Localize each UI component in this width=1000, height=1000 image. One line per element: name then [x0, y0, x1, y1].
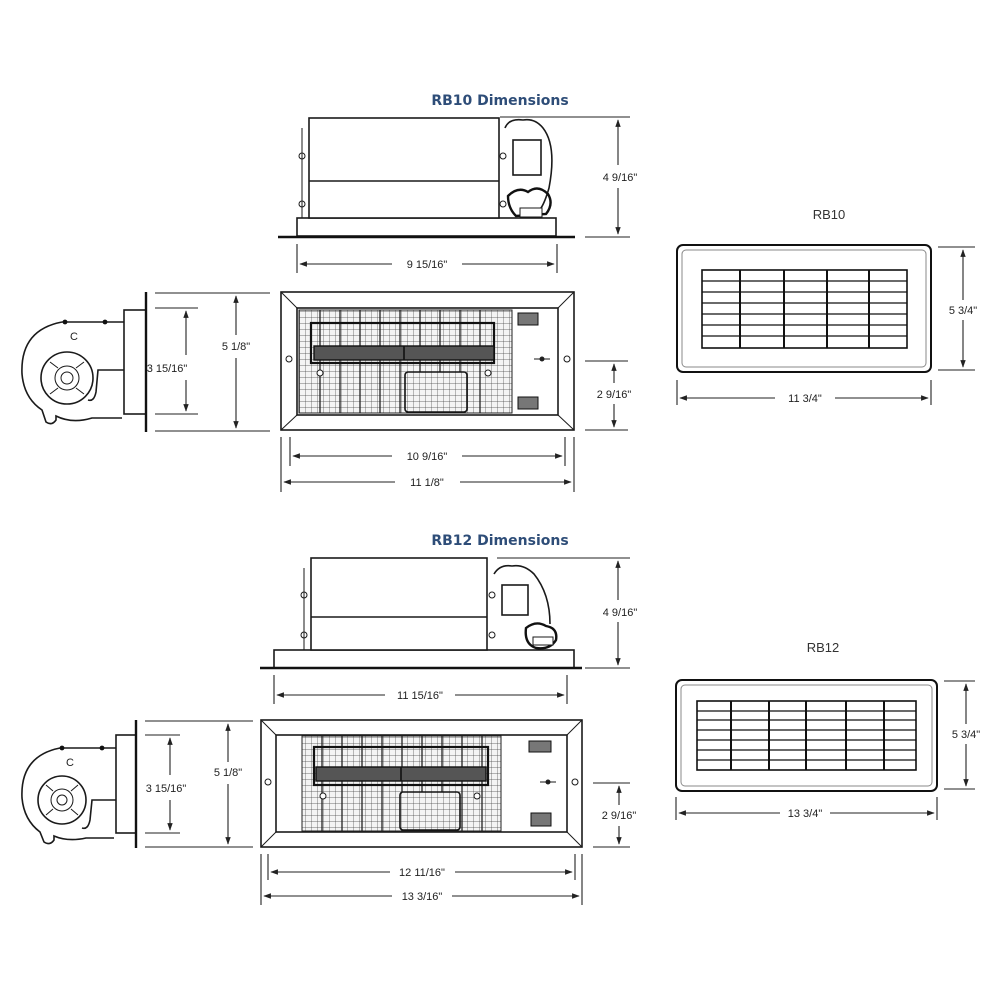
rb12-section: RB12 Dimensions 4 9/16" — [21, 533, 980, 905]
rb12-side-view: C 3 15/16" 5 1/8" — [21, 720, 253, 848]
rb12-outer-width-label: 13 3/16" — [402, 891, 443, 903]
motor-icon — [493, 564, 558, 650]
blower-icon: C — [21, 319, 124, 425]
motor-icon — [504, 118, 553, 218]
rb10-top-width-label: 9 15/16" — [407, 259, 448, 271]
rb10-side-outer-height-label: 5 1/8" — [222, 341, 250, 353]
rb10-mount-offset-label: 2 9/16" — [597, 389, 632, 401]
svg-text:C: C — [70, 331, 78, 343]
rb12-grille-height-label: 5 3/4" — [952, 729, 980, 741]
rb10-grille-width-label: 11 3/4" — [788, 393, 822, 405]
rb10-inner-width-label: 10 9/16" — [407, 451, 448, 463]
rb10-side-inner-height-label: 3 15/16" — [147, 363, 188, 375]
rb12-grille-view: RB12 5 3/4" 13 3/4" — [675, 640, 980, 820]
rb12-top-width-label: 11 15/16" — [397, 690, 443, 702]
rb10-grille-view: RB10 5 3/4" 11 3/4" — [676, 207, 977, 405]
rb10-front-view: 2 9/16" 10 9/16" 11 1/8" — [280, 291, 632, 492]
rb12-side-outer-height-label: 5 1/8" — [214, 767, 242, 779]
rb12-grille-model: RB12 — [807, 640, 840, 655]
rb10-top-height-label: 4 9/16" — [603, 172, 638, 184]
blower-icon: C — [21, 745, 116, 845]
rb12-top-height-label: 4 9/16" — [603, 607, 638, 619]
rb10-outer-width-label: 11 1/8" — [410, 477, 444, 489]
rb10-section: RB10 Dimensions 4 9/16" — [21, 93, 977, 492]
svg-text:C: C — [66, 757, 74, 769]
rb12-top-view: 4 9/16" 11 15/16" — [260, 557, 638, 704]
rb12-mount-offset-label: 2 9/16" — [602, 810, 637, 822]
rb12-front-view: 2 9/16" 12 11/16" 13 3/16" — [260, 719, 637, 905]
rb12-grille-width-label: 13 3/4" — [788, 808, 823, 820]
rb12-side-inner-height-label: 3 15/16" — [146, 783, 187, 795]
rb12-inner-width-label: 12 11/16" — [399, 867, 445, 879]
rb10-grille-height-label: 5 3/4" — [949, 305, 977, 317]
rb10-title: RB10 Dimensions — [431, 93, 568, 109]
rb10-grille-model: RB10 — [813, 207, 846, 222]
rb12-title: RB12 Dimensions — [431, 533, 568, 549]
rb10-top-view: 4 9/16" 9 15/16" — [278, 116, 638, 273]
rb10-side-view: C 3 15/16" 5 1/8" — [21, 292, 270, 432]
